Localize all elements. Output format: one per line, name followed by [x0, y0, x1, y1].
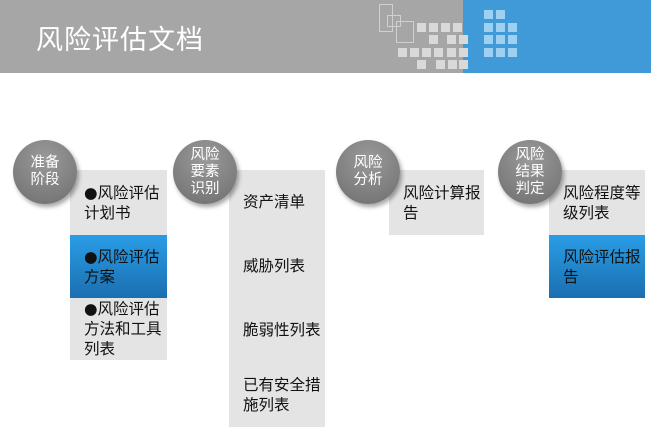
- deco-frame: [379, 4, 393, 32]
- deco-frame: [396, 21, 414, 43]
- list-item[interactable]: 风险计算报告: [403, 183, 481, 222]
- stage-circle-analysis: 风险分析: [336, 140, 400, 204]
- list-item[interactable]: ●风险评估计划书: [84, 183, 160, 222]
- deco-square: [496, 48, 505, 57]
- deco-square: [417, 60, 426, 69]
- list-item[interactable]: 资产清单: [243, 193, 306, 211]
- deco-square: [496, 10, 505, 19]
- deco-square: [434, 48, 443, 57]
- deco-square: [496, 23, 505, 32]
- deco-square: [508, 48, 517, 57]
- deco-square: [441, 23, 450, 32]
- deco-square: [429, 23, 438, 32]
- header-bar: 风险评估文档: [0, 0, 651, 73]
- stage-column-prepare: ●风险评估计划书 ●风险评估方案 ●风险评估方法和工具列表: [70, 170, 167, 360]
- deco-square: [484, 48, 493, 57]
- deco-square: [429, 35, 438, 44]
- stage-circle-identify: 风险要素识别: [173, 140, 237, 204]
- deco-square: [448, 60, 457, 69]
- deco-square: [447, 48, 456, 57]
- deco-square: [417, 23, 426, 32]
- page-title: 风险评估文档: [36, 25, 204, 56]
- deco-square: [459, 35, 468, 44]
- deco-square: [484, 10, 493, 19]
- header-accent-block: [463, 0, 651, 73]
- deco-square: [459, 60, 468, 69]
- deco-square: [447, 35, 456, 44]
- list-item[interactable]: ●风险评估方法和工具列表: [84, 300, 162, 358]
- deco-square: [496, 35, 505, 44]
- list-item-active[interactable]: ●风险评估方案: [70, 235, 167, 298]
- deco-square: [410, 48, 419, 57]
- stage-column-analysis: 风险计算报告: [389, 170, 484, 235]
- list-item[interactable]: 风险程度等级列表: [563, 183, 641, 222]
- stage-column-result: 风险程度等级列表 风险评估报告: [549, 170, 645, 298]
- deco-square: [508, 23, 517, 32]
- deco-square: [398, 48, 407, 57]
- deco-square: [459, 48, 468, 57]
- list-item-active[interactable]: 风险评估报告: [549, 235, 645, 298]
- deco-square: [436, 60, 445, 69]
- deco-square: [508, 35, 517, 44]
- list-item[interactable]: 脆弱性列表: [243, 321, 321, 339]
- stage-circle-result: 风险结果判定: [498, 140, 562, 204]
- stage-column-identify: 资产清单 威胁列表 脆弱性列表 已有安全措施列表: [229, 170, 325, 427]
- list-item[interactable]: 威胁列表: [243, 257, 306, 275]
- deco-square: [484, 35, 493, 44]
- deco-square: [422, 48, 431, 57]
- stage-circle-prepare: 准备阶段: [13, 140, 77, 204]
- deco-square: [453, 23, 462, 32]
- deco-square: [484, 23, 493, 32]
- list-item[interactable]: 已有安全措施列表: [243, 375, 321, 414]
